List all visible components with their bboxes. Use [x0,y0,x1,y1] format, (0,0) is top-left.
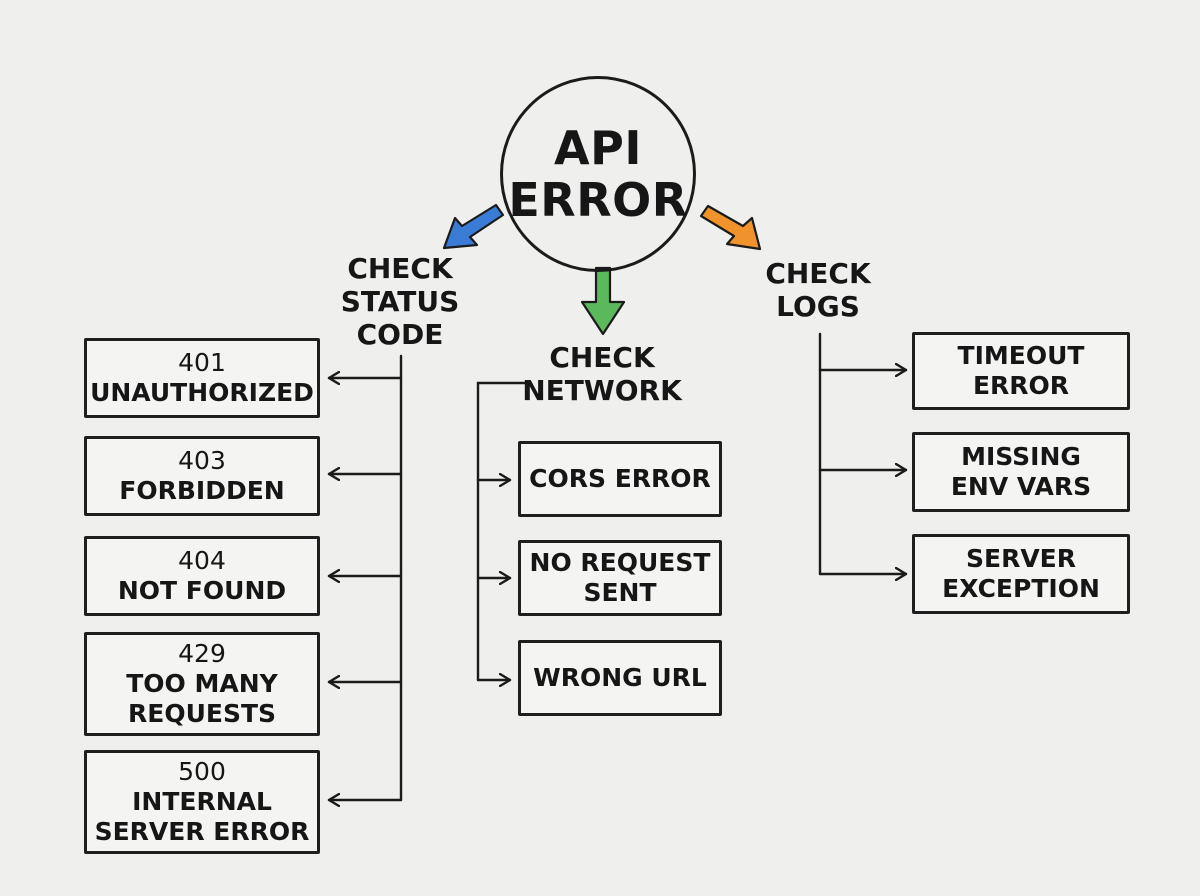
check-logs-label: CHECK LOGS [765,257,871,323]
logs-box-server-exception: SERVER EXCEPTION [912,534,1130,614]
status-box-404: 404 NOT FOUND [84,536,320,616]
check-status-code-label: CHECK STATUS CODE [340,252,460,351]
status-box-403: 403 FORBIDDEN [84,436,320,516]
status-branch-arrow [442,203,505,250]
network-box-cors-error: CORS ERROR [518,441,722,517]
network-tree-lines [476,381,530,680]
api-error-root-node: API ERROR [500,76,696,272]
status-box-429: 429 TOO MANY REQUESTS [84,632,320,736]
logs-branch-arrow [699,204,762,251]
network-box-wrong-url: WRONG URL [518,640,722,716]
network-box-no-request-sent: NO REQUEST SENT [518,540,722,616]
logs-tree-lines [818,332,908,574]
logs-box-missing-env-vars: MISSING ENV VARS [912,432,1130,512]
network-branch-arrow [580,266,626,336]
status-box-401: 401 UNAUTHORIZED [84,338,320,418]
logs-box-timeout-error: TIMEOUT ERROR [912,332,1130,410]
status-tree-lines [327,354,403,800]
check-network-label: CHECK NETWORK [522,341,682,407]
root-line-2: ERROR [508,173,688,227]
status-box-500: 500 INTERNAL SERVER ERROR [84,750,320,854]
root-line-1: API [554,121,642,175]
